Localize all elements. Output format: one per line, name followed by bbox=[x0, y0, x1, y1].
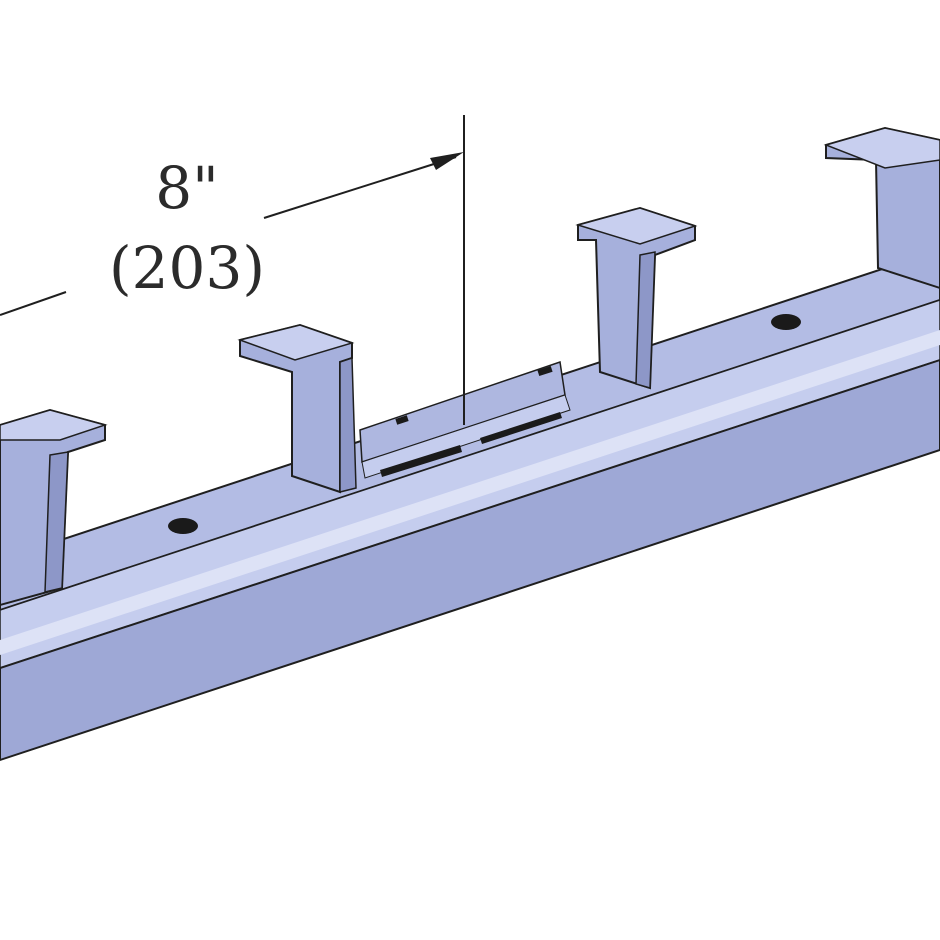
mounting-hole bbox=[771, 314, 801, 330]
arrowhead bbox=[430, 152, 464, 170]
bracket bbox=[823, 126, 940, 290]
dimension-annotation: 8" (203) bbox=[0, 115, 465, 425]
mounting-hole bbox=[168, 518, 198, 534]
channel-front-face bbox=[0, 358, 940, 762]
dimension-line bbox=[263, 156, 457, 219]
dimension-line bbox=[0, 291, 67, 316]
channel bbox=[0, 248, 940, 762]
channel-highlight bbox=[0, 330, 940, 655]
bracket bbox=[237, 323, 357, 494]
bracket bbox=[0, 408, 108, 607]
dimension-imperial-label: 8" bbox=[155, 154, 219, 222]
dimension-metric-label: (203) bbox=[109, 234, 265, 302]
center-slot-section bbox=[359, 361, 571, 479]
bracket bbox=[575, 206, 698, 390]
